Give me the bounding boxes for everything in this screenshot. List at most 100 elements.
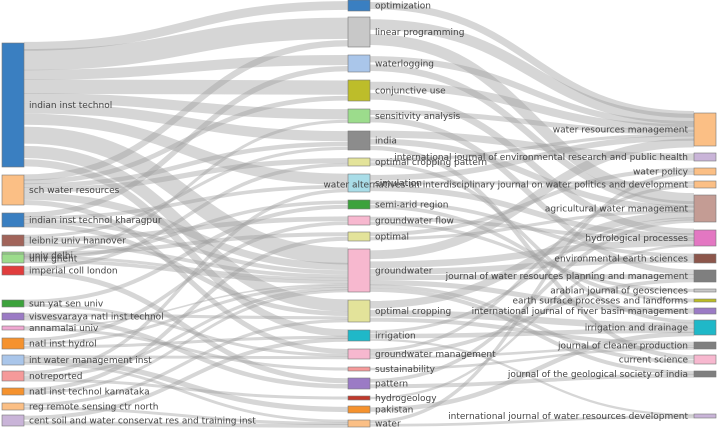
link-M17-R5 [369,244,695,400]
link-L4-M11 [23,255,349,281]
link-M6-R11 [369,162,695,324]
left-node-13[interactable] [1,387,25,396]
link-M11-R7 [369,274,695,281]
link-L5-M6 [23,162,349,271]
middle-node-8[interactable] [347,199,371,210]
middle-node-label-15: sustainability [375,365,436,375]
left-node-label-10: natl inst hydrol [29,340,97,350]
link-L13-M11 [23,289,349,395]
middle-node-14[interactable] [347,348,371,360]
middle-node-11[interactable] [347,248,371,293]
left-node-12[interactable] [1,370,25,382]
link-L0-M11 [23,126,349,265]
link-M12-R4 [369,211,695,309]
middle-node-label-6: optimal cropping pattern [375,158,487,168]
right-node-13[interactable] [693,354,717,365]
link-L14-M19 [23,406,349,425]
link-M1-R4 [369,33,695,205]
link-L0-M4 [23,93,349,120]
left-node-10[interactable] [1,337,25,350]
left-node-label-15: cent soil and water conservat res and tr… [29,417,256,427]
link-L10-M9 [23,221,349,342]
right-node-label-4: agricultural water management [545,205,689,215]
left-node-15[interactable] [1,414,25,427]
left-node-6[interactable] [1,253,25,264]
middle-node-7[interactable] [347,173,371,193]
right-node-label-14: journal of the geological society of ind… [507,370,688,380]
middle-node-label-18: pakistan [375,406,413,416]
link-M14-R3 [369,184,695,353]
right-node-3[interactable] [693,180,717,189]
right-node-label-3: water alternatives-an interdisciplinary … [323,181,688,191]
left-node-5[interactable] [1,265,25,276]
link-M0-R0 [369,1,695,119]
right-node-2[interactable] [693,167,717,176]
right-node-4[interactable] [693,194,717,223]
left-node-label-3: leibniz univ hannover [29,237,126,247]
right-node-6[interactable] [693,253,717,264]
left-node-0[interactable] [1,42,25,168]
middle-node-label-17: hydrogeology [375,394,437,404]
middle-node-17[interactable] [347,395,371,401]
middle-node-4[interactable] [347,108,371,124]
left-node-1[interactable] [1,174,25,206]
left-node-label-9: annamalai univ [29,324,99,334]
link-L8-M12 [23,313,349,320]
link-L2-M2 [23,65,349,218]
middle-node-label-10: optimal [375,233,409,243]
middle-node-15[interactable] [347,366,371,372]
right-node-9[interactable] [693,298,717,303]
left-node-8[interactable] [1,312,25,321]
link-L6-M4 [23,119,349,257]
link-L11-M19 [23,361,349,423]
middle-node-16[interactable] [347,377,371,390]
left-node-2[interactable] [1,212,25,228]
link-L5-M16 [23,270,349,384]
link-M9-R5 [369,216,695,242]
right-node-5[interactable] [693,229,717,247]
left-node-3[interactable] [1,234,25,247]
right-node-14[interactable] [693,370,717,378]
link-M4-R0 [369,109,695,135]
right-node-15[interactable] [693,413,717,419]
middle-node-12[interactable] [347,299,371,323]
right-node-0[interactable] [693,112,717,147]
middle-node-label-9: groundwater flow [375,217,454,227]
middle-node-19[interactable] [347,419,371,428]
middle-node-9[interactable] [347,215,371,226]
right-node-12[interactable] [693,341,717,350]
right-node-10[interactable] [693,307,717,315]
middle-node-18[interactable] [347,405,371,414]
right-node-1[interactable] [693,152,717,162]
link-L4-M10 [23,232,349,256]
middle-node-2[interactable] [347,54,371,73]
link-M14-R7 [369,278,695,356]
middle-node-0[interactable] [347,0,371,12]
link-M1-R0 [369,19,695,125]
link-M8-R9 [369,204,695,303]
link-M11-R0 [369,138,695,260]
link-M19-R15 [369,415,695,427]
middle-node-6[interactable] [347,157,371,167]
right-node-label-8: arabian journal of geosciences [550,287,688,297]
link-L11-M18 [23,357,349,413]
right-node-7[interactable] [693,269,717,283]
middle-node-1[interactable] [347,16,371,48]
right-node-8[interactable] [693,288,717,293]
link-L0-M13 [23,159,349,337]
middle-node-5[interactable] [347,130,371,151]
left-node-14[interactable] [1,402,25,411]
middle-node-3[interactable] [347,79,371,102]
link-L13-M10 [23,236,349,392]
right-node-11[interactable] [693,319,717,336]
left-node-9[interactable] [1,325,25,331]
link-M14-R12 [369,345,695,359]
middle-node-13[interactable] [347,329,371,342]
link-M19-R2 [369,171,695,424]
link-L0-M2 [23,55,349,80]
left-node-7[interactable] [1,299,25,308]
middle-node-10[interactable] [347,231,371,242]
right-node-label-6: environmental earth sciences [554,255,688,265]
left-node-11[interactable] [1,354,25,366]
